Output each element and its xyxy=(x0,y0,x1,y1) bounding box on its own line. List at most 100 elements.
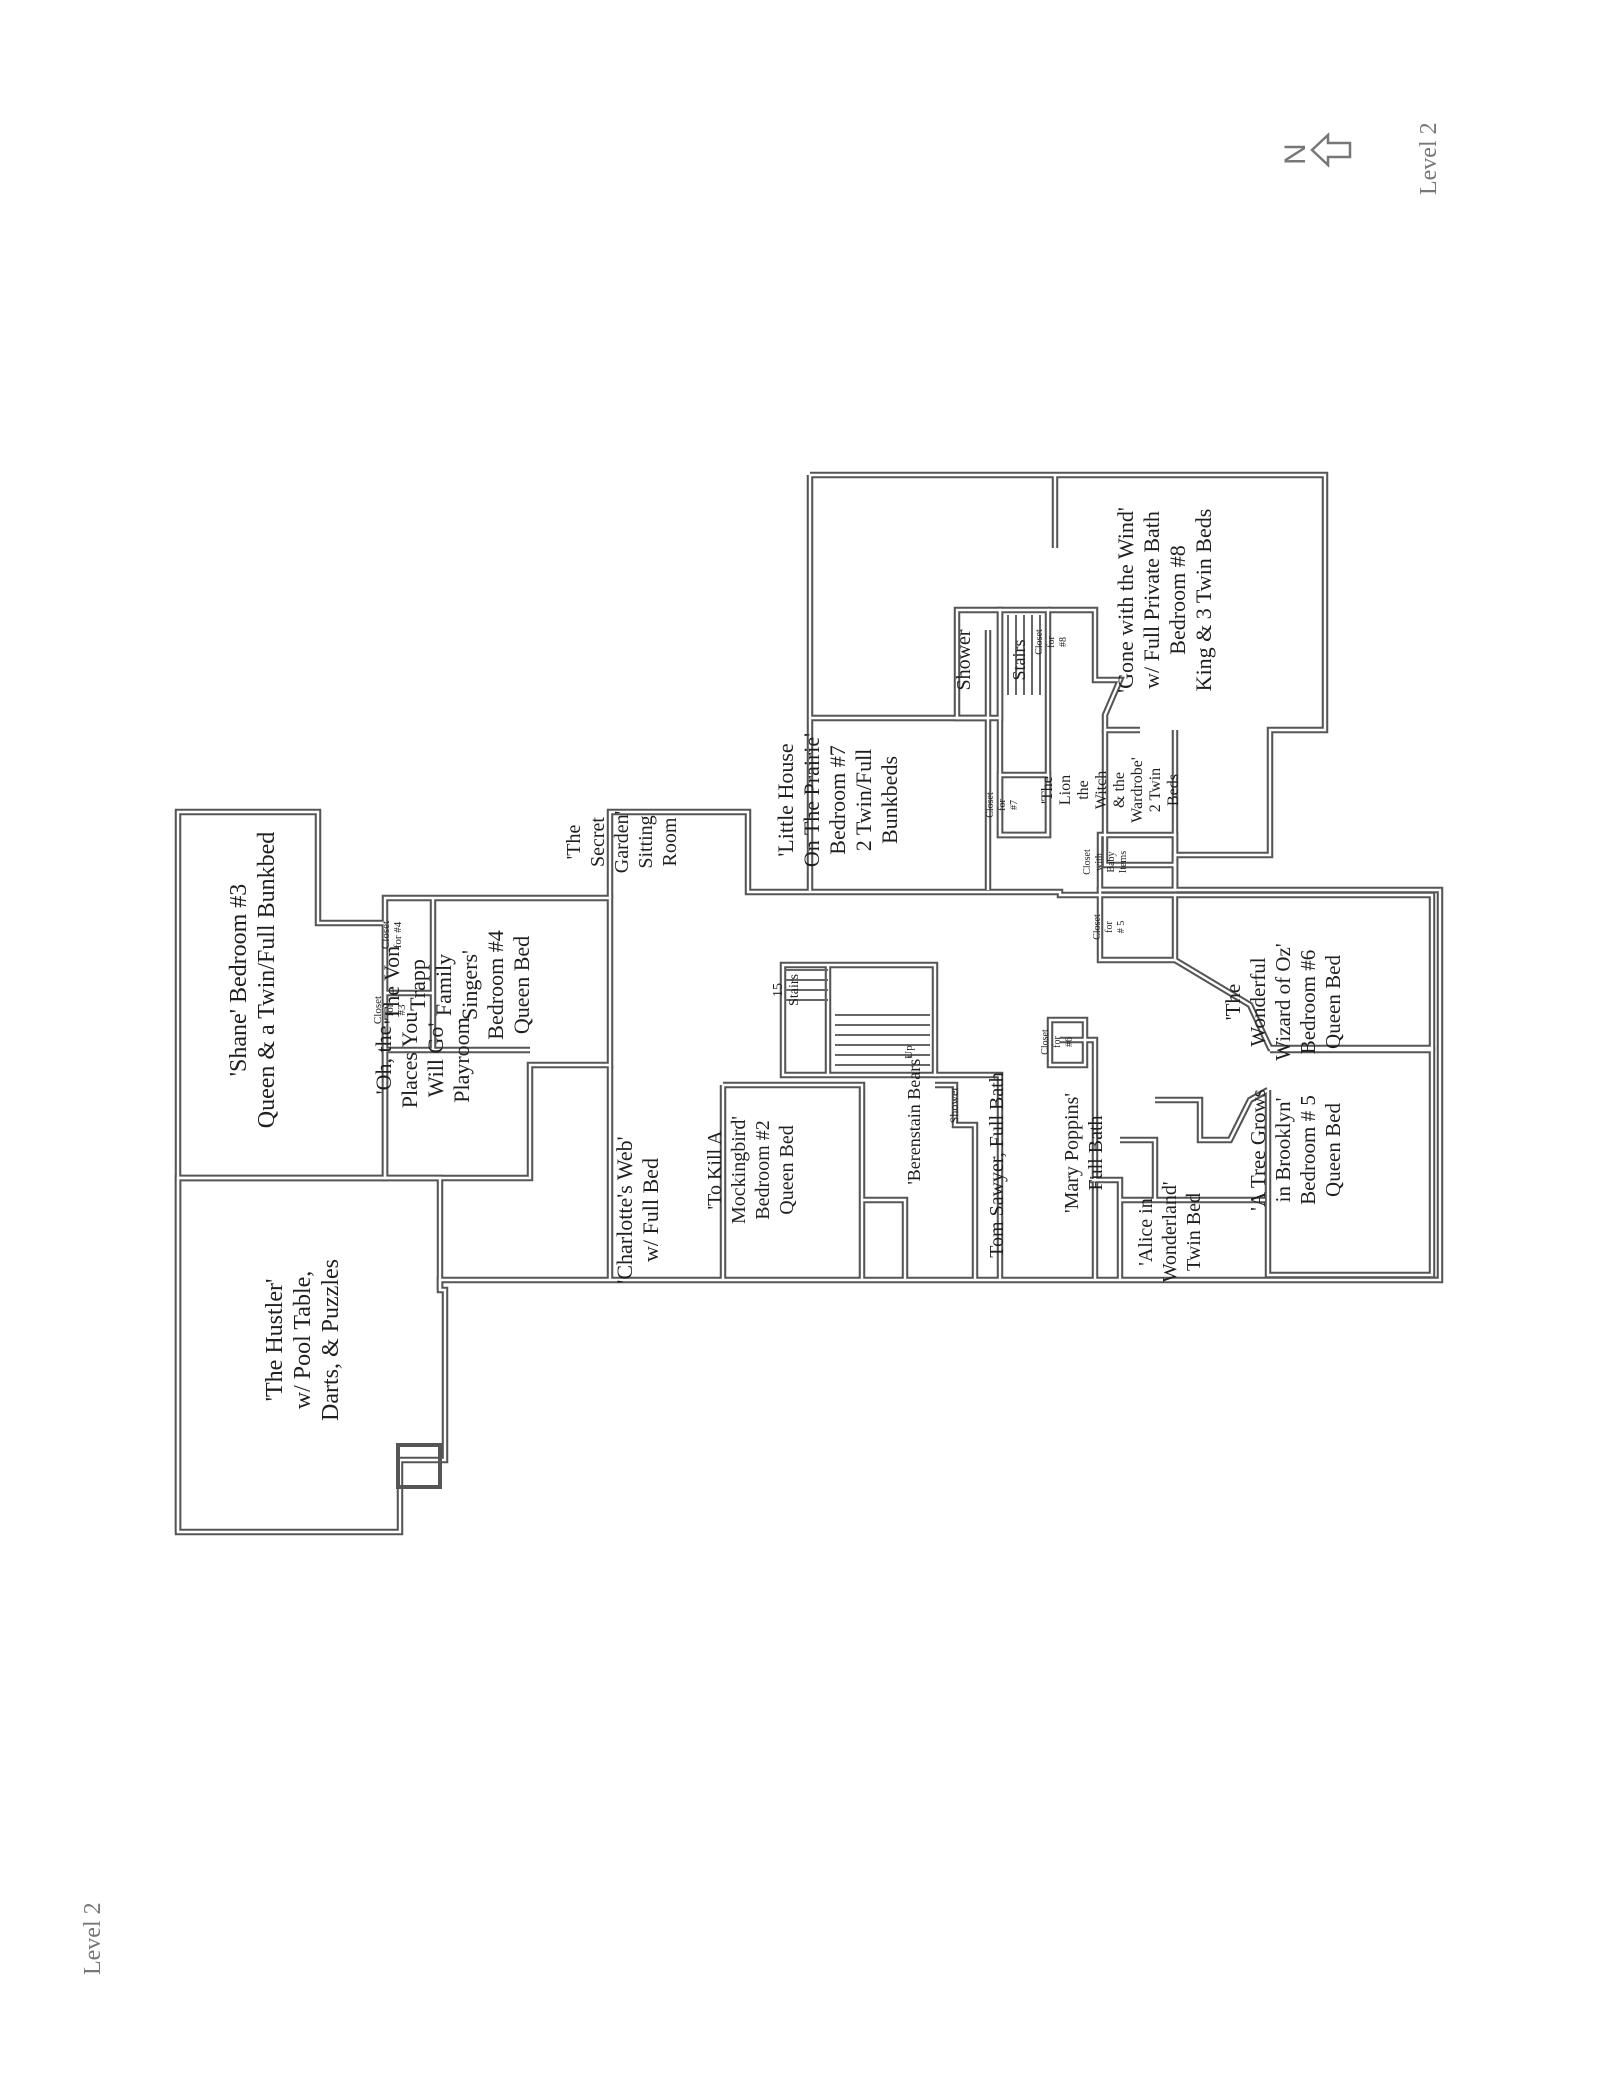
room-label-line: Darts, & Puzzles xyxy=(318,1259,344,1421)
room-label-line: Mockingbird' xyxy=(728,1116,750,1224)
room-label-closet8: Closetfor#8 xyxy=(1034,629,1069,655)
room-label-line: # 5 xyxy=(1116,921,1127,934)
room-label-line: 'Oh, the xyxy=(371,1026,396,1095)
room-label-line: Bedroom # 5 xyxy=(1296,1095,1320,1205)
room-label-oh-places: 'Oh, thePlaces YouWill Go'Playroom xyxy=(371,1012,474,1109)
room-label-line: for xyxy=(1046,636,1057,648)
room-label-line: & the xyxy=(1111,772,1128,808)
room-label-line: for xyxy=(1104,921,1115,933)
room-label-line: Closet xyxy=(1082,849,1093,875)
room-label-lion-witch: 'TheLiontheWitch& theWardrobe'2 TwinBeds xyxy=(1039,757,1182,823)
room-label-line: 'A Tree Grows xyxy=(1246,1089,1270,1211)
room-label-line: Garden' xyxy=(611,811,633,873)
room-label-line: Stairs xyxy=(1009,639,1029,680)
room-label-line: 2 Twin/Full xyxy=(851,749,876,852)
room-label-line: Family xyxy=(431,954,456,1016)
room-label-line: Queen Bed xyxy=(1321,955,1345,1049)
room-label-closet-baby: ClosetwithBabyItems xyxy=(1082,849,1129,875)
room-label-closet7: Closetfor#7 xyxy=(985,792,1020,818)
room-label-line: Bedroom #7 xyxy=(825,745,850,854)
room-label-line: Baby xyxy=(1106,851,1117,872)
room-label-shower-top: Shower xyxy=(953,629,975,690)
room-label-line: for xyxy=(384,1003,396,1016)
room-label-line: #3 xyxy=(396,1004,408,1016)
room-label-line: Playroom xyxy=(449,1017,474,1103)
room-label-line: Closet xyxy=(1040,1029,1051,1055)
room-label-line: Sitting xyxy=(635,815,657,868)
room-label-line: 'The Hustler' xyxy=(262,1279,288,1402)
room-label-line: 'The xyxy=(1039,776,1056,804)
room-label-line: Beds xyxy=(1165,774,1182,806)
room-label-line: w/ Pool Table, xyxy=(290,1271,316,1410)
room-label-closet5: Closetfor# 5 xyxy=(1092,914,1127,940)
room-label-line: Witch xyxy=(1093,771,1110,809)
level-label-top-right: Level 2 xyxy=(1416,122,1442,195)
room-label-line: Bedroom #4 xyxy=(483,930,508,1039)
room-label-closet6: Closetfor#6 xyxy=(1040,1029,1075,1055)
room-label-line: w/ Full Private Bath xyxy=(1139,511,1164,689)
room-label-line: in Brooklyn' xyxy=(1271,1098,1295,1203)
room-label-line: Shower xyxy=(953,629,975,690)
room-label-von-trapp: 'The VonTrappFamilySingers'Bedroom #4Que… xyxy=(379,930,534,1039)
room-label-line: Wonderland' xyxy=(1159,1182,1181,1283)
room-label-line: #6 xyxy=(1064,1037,1075,1047)
room-label-line: Will Go' xyxy=(423,1023,448,1098)
room-label-line: with xyxy=(1094,853,1105,871)
room-label-line: On The Prairie' xyxy=(799,733,824,867)
room-label-line: Closet xyxy=(372,996,384,1024)
room-label-line: Queen Bed xyxy=(1321,1103,1345,1197)
room-label-line: 15 xyxy=(771,983,786,997)
room-label-line: Wizard of Oz' xyxy=(1271,943,1295,1060)
level-label-bottom-left: Level 2 xyxy=(80,1902,106,1975)
stairs-treads-top xyxy=(1007,615,1041,695)
room-label-shane: 'Shane' Bedroom #3Queen & a Twin/Full Bu… xyxy=(226,832,280,1129)
room-label-stairs-15: 15Stairs xyxy=(771,974,802,1006)
north-label: N xyxy=(1279,143,1312,165)
room-label-line: 'Gone with the Wind' xyxy=(1113,507,1138,693)
room-label-line: 'Shane' Bedroom #3 xyxy=(226,884,252,1077)
room-label-line: 2 Twin xyxy=(1147,768,1164,812)
room-label-line: Closet xyxy=(985,792,996,818)
room-label-line: w/ Full Bed xyxy=(638,1158,663,1262)
room-label-line: Queen Bed xyxy=(509,936,534,1034)
room-label-berenstain: 'Berenstain Bears' xyxy=(904,1056,924,1185)
room-label-line: Wardrobe' xyxy=(1129,757,1146,823)
room-label-line: Queen & a Twin/Full Bunkbed xyxy=(254,832,280,1129)
room-label-line: Bedroom #2 xyxy=(752,1120,774,1219)
room-label-line: for xyxy=(1052,1036,1063,1048)
room-label-line: 'The xyxy=(1221,984,1245,1020)
room-label-line: Bedroom #6 xyxy=(1296,950,1320,1054)
room-label-charlottes-web: 'Charlotte's Web'w/ Full Bed xyxy=(612,1136,663,1283)
fixture-square xyxy=(396,1443,442,1489)
room-label-line: #7 xyxy=(1009,800,1020,810)
room-label-line: Queen Bed xyxy=(776,1125,798,1214)
room-label-line: 'Mary Poppins' xyxy=(1061,1093,1083,1213)
room-label-line: Stairs xyxy=(787,974,802,1006)
room-label-line: Items xyxy=(1118,851,1129,873)
room-label-line: Bedroom #8 xyxy=(1165,545,1190,654)
room-label-line: Places You xyxy=(397,1012,422,1109)
room-label-line: Bunkbeds xyxy=(877,756,902,844)
room-label-closet4: Closetfor #4 xyxy=(380,921,404,949)
room-label-line: 'To Kill A xyxy=(704,1130,726,1209)
room-label-line: 'Berenstain Bears' xyxy=(904,1056,924,1185)
room-label-line: 'The Von xyxy=(379,946,404,1024)
room-label-line: for #4 xyxy=(392,921,404,948)
room-label-closet3: Closetfor#3 xyxy=(372,996,408,1024)
room-label-line: Twin Bed xyxy=(1183,1193,1205,1271)
room-label-line: Singers' xyxy=(457,950,482,1020)
room-label-line: King & 3 Twin Beds xyxy=(1191,509,1216,692)
room-label-line: the xyxy=(1075,780,1092,800)
room-label-line: Tom Sawyer, Full Bath xyxy=(986,1072,1008,1258)
room-label-stairs-top: Stairs xyxy=(1009,639,1029,680)
room-label-line: 'Alice in xyxy=(1135,1198,1157,1265)
room-label-line: Room xyxy=(659,817,681,866)
stairs-treads-center xyxy=(785,969,930,1066)
room-label-line: Wonderful xyxy=(1246,957,1270,1046)
room-label-line: #8 xyxy=(1058,637,1069,647)
room-label-line: for xyxy=(997,799,1008,811)
room-label-line: Closet xyxy=(1092,914,1103,940)
